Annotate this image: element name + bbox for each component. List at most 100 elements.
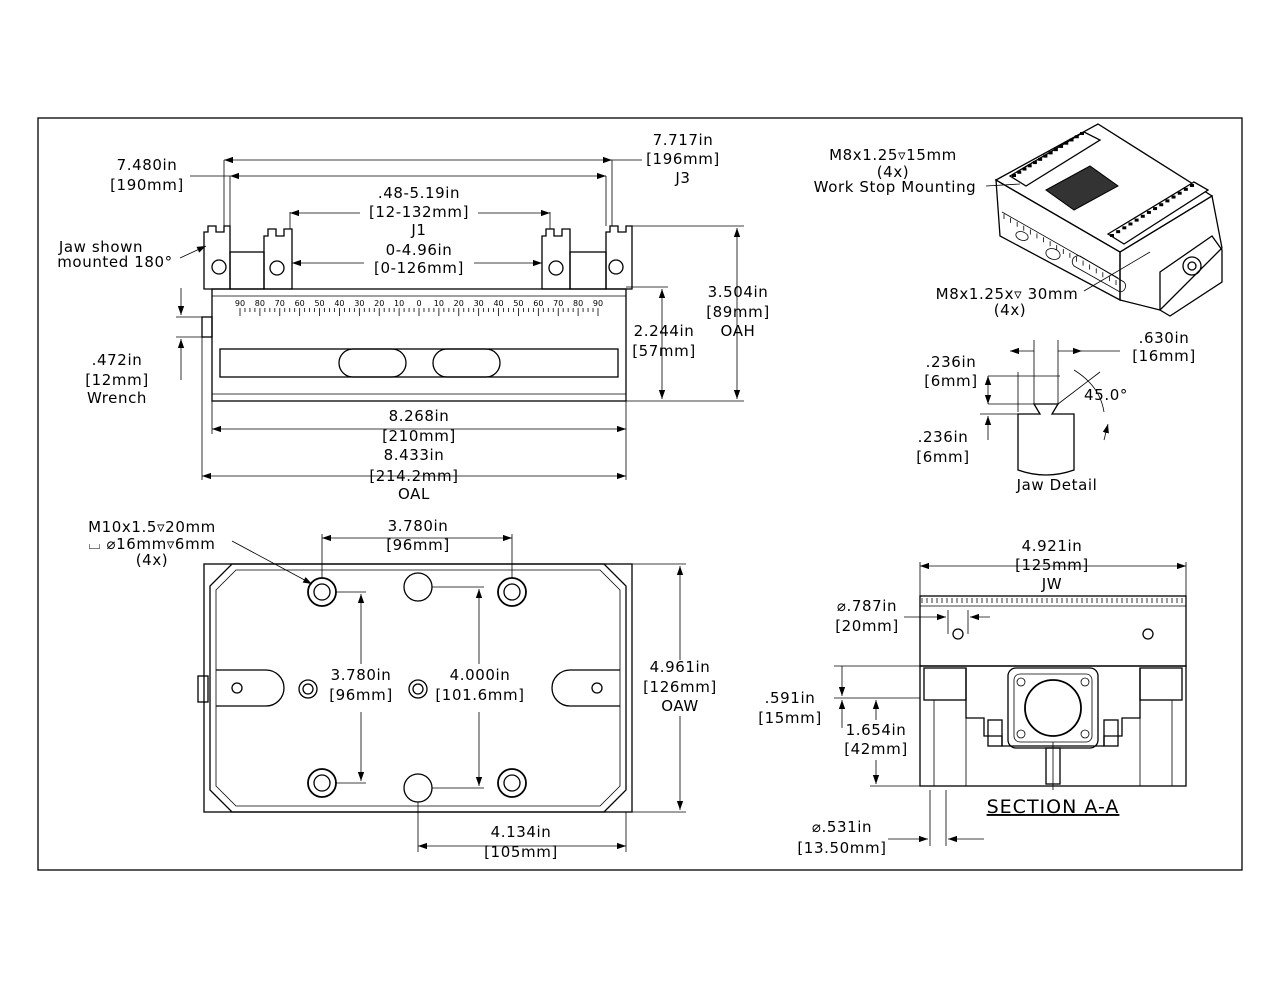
iso-end-bolt-inner	[1187, 261, 1197, 271]
isometric-view: M8x1.25▿15mm (4x) Work Stop Mounting M8x…	[814, 123, 1223, 319]
dim-236b-mm: [6mm]	[916, 448, 969, 466]
dim-3504-mm: [89mm]	[706, 303, 770, 321]
iso-slot	[1071, 255, 1126, 293]
scale-tick-label: 70	[275, 299, 285, 308]
dim-3780a-in: 3.780in	[388, 517, 449, 535]
scale-tick-label: 10	[394, 299, 404, 308]
jaw-note-line1: Jaw shown	[58, 238, 143, 256]
dim-7717-in: 7.717in	[653, 131, 714, 149]
wrench-stub	[201, 316, 213, 338]
scale-tick-label: 20	[454, 299, 464, 308]
dim-7717-tag: J3	[674, 169, 690, 187]
m8-note-line1: M8x1.25x▿ 30mm	[936, 285, 1079, 303]
iso-tooth	[1012, 174, 1016, 177]
dim-472-in: .472in	[92, 351, 143, 369]
iso-tooth	[1128, 222, 1133, 226]
iso-tooth	[1043, 154, 1048, 158]
dim-7480-in: 7.480in	[117, 156, 178, 174]
iso-tooth	[1171, 195, 1176, 199]
scale-tick-label: 90	[593, 299, 603, 308]
dim-787-mm: [20mm]	[835, 617, 899, 635]
jaw-detail-title: Jaw Detail	[1016, 476, 1098, 494]
angle-label: 45.0°	[1084, 386, 1128, 404]
dim-630-in: .630in	[1139, 329, 1190, 347]
dim-4961-in: 4.961in	[650, 658, 711, 676]
section-jaw-hole-right	[1142, 628, 1154, 640]
iso-tooth	[1183, 187, 1188, 191]
section-title: SECTION A-A	[987, 796, 1120, 818]
iso-end-plate	[1159, 235, 1223, 317]
iso-tooth	[1159, 203, 1164, 207]
iso-tooth	[1038, 157, 1043, 161]
dim-2244-mm: [57mm]	[632, 342, 696, 360]
dim-3780a-mm: [96mm]	[386, 536, 450, 554]
iso-tooth	[1074, 135, 1079, 139]
iso-hole-2	[1045, 248, 1061, 260]
scale-tick-label: 50	[314, 299, 324, 308]
iso-tooth	[1017, 170, 1022, 174]
m10-leader	[231, 540, 313, 585]
scale-tick-label: 80	[255, 299, 265, 308]
jaw-outer-left	[203, 225, 231, 290]
slot-left	[338, 348, 407, 378]
dim-4000-mm: [101.6mm]	[435, 686, 524, 704]
jaw-note-leader	[179, 245, 207, 259]
iso-tooth	[1110, 234, 1114, 237]
dim-3780b-in: 3.780in	[331, 666, 392, 684]
jaw-detail-view: .630in [16mm] .236in [6mm] .236in [6mm] …	[916, 329, 1196, 494]
dim-0-mm: [0-126mm]	[374, 259, 464, 277]
section-teeth	[921, 598, 1183, 603]
small-hole-left	[298, 679, 318, 699]
dim-3780b-mm: [96mm]	[329, 686, 393, 704]
scale-tick-label: 20	[374, 299, 384, 308]
dim-4961-tag: OAW	[661, 697, 699, 715]
dim-8268-in: 8.268in	[389, 407, 450, 425]
slot-right-top	[551, 669, 620, 707]
dim-8433-mm: [214.2mm]	[369, 467, 458, 485]
dim-531-mm: [13.50mm]	[797, 839, 886, 857]
dim-48-mm: [12-132mm]	[369, 203, 469, 221]
dim-591-in: .591in	[765, 689, 816, 707]
dim-4134-in: 4.134in	[491, 823, 552, 841]
ws-leader	[985, 183, 1021, 187]
bolt-hole-br	[497, 768, 527, 798]
scale-tick-label: 10	[434, 299, 444, 308]
iso-tooth	[1140, 214, 1145, 218]
jaw-block-right	[569, 251, 607, 290]
scale-tick-label: 30	[474, 299, 484, 308]
bolt-hole-bl	[307, 768, 337, 798]
scale-tick-label: 0	[416, 299, 421, 308]
dim-787-in: ⌀.787in	[837, 597, 897, 615]
jaw-block-left	[229, 251, 265, 290]
scale-tick-label: 60	[533, 299, 543, 308]
section-jaw	[919, 595, 1187, 667]
scale-tick-label: 50	[513, 299, 523, 308]
dim-7480-mm: [190mm]	[110, 176, 184, 194]
locating-hole-bottom	[403, 773, 433, 803]
dim-236a-in: .236in	[926, 353, 977, 371]
iso-tooth	[1116, 230, 1121, 234]
base-chamfered-top	[209, 563, 627, 813]
dim-1654-mm: [42mm]	[844, 740, 908, 758]
iso-tooth	[1064, 141, 1069, 145]
dim-4921-in: 4.921in	[1022, 537, 1083, 555]
iso-tooth	[1069, 138, 1074, 142]
ws-note-line2: (4x)	[877, 163, 910, 181]
scale-tick-label: 30	[354, 299, 364, 308]
dim-630-mm: [16mm]	[1132, 347, 1196, 365]
dim-7717-mm: [196mm]	[646, 150, 720, 168]
dim-8268-mm: [210mm]	[382, 427, 456, 445]
slot-left-top	[216, 669, 285, 707]
section-block-right	[1139, 667, 1183, 701]
m10-note-line2: ⌴ ⌀16mm▿6mm	[88, 535, 215, 553]
dim-48-tag: J1	[410, 221, 426, 239]
dim-1654-in: 1.654in	[846, 721, 907, 739]
dim-8433-in: 8.433in	[384, 446, 445, 464]
dim-3504-in: 3.504in	[708, 283, 769, 301]
m10-note-line3: (4x)	[136, 551, 169, 569]
drawing-border	[37, 117, 1243, 871]
iso-tooth	[1022, 167, 1027, 171]
